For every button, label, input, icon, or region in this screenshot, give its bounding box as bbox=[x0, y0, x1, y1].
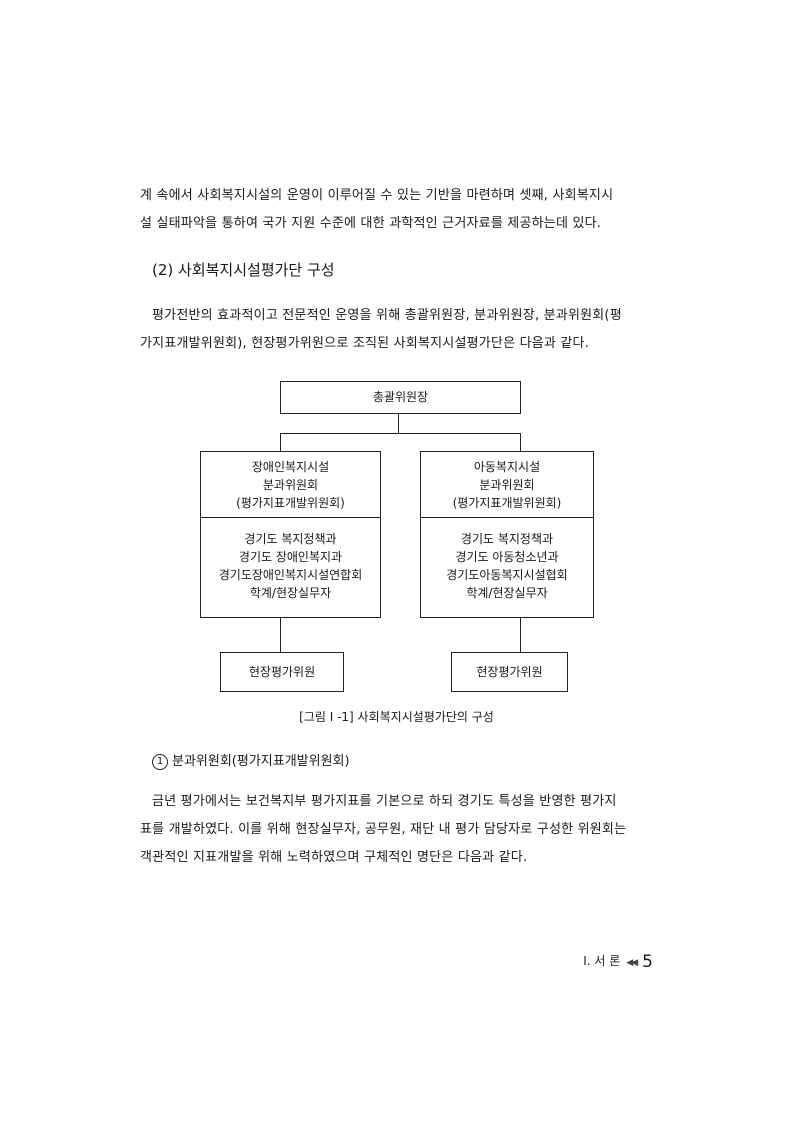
org-left-box: 장애인복지시설 분과위원회 (평가지표개발위원회) 경기도 복지정책과 경기도 … bbox=[200, 451, 381, 618]
sub-line-1: 금년 평가에서는 보건복지부 평가지표를 기본으로 하되 경기도 특성을 반영한… bbox=[152, 794, 617, 809]
org-right-member: 학계/현장실무자 bbox=[466, 586, 548, 600]
org-left-title: 장애인복지시설 분과위원회 (평가지표개발위원회) bbox=[201, 452, 380, 518]
page-number: 5 bbox=[642, 952, 653, 972]
subsection-heading: 1 분과위원회(평가지표개발위원회) bbox=[152, 751, 350, 773]
org-top-label: 총괄위원장 bbox=[372, 390, 429, 404]
connector-left-down bbox=[280, 433, 281, 451]
org-right-members: 경기도 복지정책과 경기도 아동청소년과 경기도아동복지시설협회 학계/현장실무… bbox=[421, 518, 593, 602]
sub-line-2: 표를 개발하였다. 이를 위해 현장실무자, 공무원, 재단 내 평가 담당자로… bbox=[140, 822, 627, 837]
footer-chapter: Ⅰ. 서 론 bbox=[583, 954, 621, 968]
page-footer: Ⅰ. 서 론 ◀◀ 5 bbox=[583, 952, 653, 972]
org-right-title: 아동복지시설 분과위원회 (평가지표개발위원회) bbox=[421, 452, 593, 518]
org-top-box: 총괄위원장 bbox=[280, 381, 521, 414]
section-line-2: 가지표개발위원회), 현장평가위원으로 조직된 사회복지시설평가단은 다음과 같… bbox=[140, 336, 590, 351]
intro-line-2: 설 실태파악을 통하여 국가 지원 수준에 대한 과학적인 근거자료를 제공하는… bbox=[140, 216, 602, 231]
org-right-title-line: 아동복지시설 bbox=[473, 460, 541, 474]
section-line-1: 평가전반의 효과적이고 전문적인 운영을 위해 총괄위원장, 분과위원장, 분과… bbox=[152, 308, 622, 323]
org-right-title-line: 분과위원회 bbox=[479, 478, 535, 492]
org-left-members: 경기도 복지정책과 경기도 장애인복지과 경기도장애인복지시설연합회 학계/현장… bbox=[201, 518, 380, 602]
section-paragraph: 평가전반의 효과적이고 전문적인 운영을 위해 총괄위원장, 분과위원장, 분과… bbox=[140, 302, 656, 358]
org-right-field-box: 현장평가위원 bbox=[451, 652, 568, 692]
org-left-title-line: (평가지표개발위원회) bbox=[236, 496, 345, 510]
subsection-paragraph: 금년 평가에서는 보건복지부 평가지표를 기본으로 하되 경기도 특성을 반영한… bbox=[140, 788, 656, 872]
org-left-field-box: 현장평가위원 bbox=[220, 652, 344, 692]
org-right-member: 경기도 아동청소년과 bbox=[455, 550, 559, 564]
org-right-title-line: (평가지표개발위원회) bbox=[452, 496, 562, 510]
org-left-member: 경기도 복지정책과 bbox=[244, 532, 337, 546]
intro-line-1: 계 속에서 사회복지시설의 운영이 이루어질 수 있는 기반을 마련하며 셋째,… bbox=[140, 188, 614, 203]
connector-top-down bbox=[398, 414, 399, 433]
section-heading: (2) 사회복지시설평가단 구성 bbox=[152, 261, 335, 279]
org-right-member: 경기도아동복지시설협회 bbox=[446, 568, 568, 582]
intro-paragraph: 계 속에서 사회복지시설의 운영이 이루어질 수 있는 기반을 마련하며 셋째,… bbox=[140, 182, 656, 238]
figure-caption: [그림 Ⅰ -1] 사회복지시설평가단의 구성 bbox=[299, 710, 494, 724]
org-right-member: 경기도 복지정책과 bbox=[460, 532, 554, 546]
org-left-member: 경기도장애인복지시설연합회 bbox=[218, 568, 363, 582]
subsection-heading-text: 분과위원회(평가지표개발위원회) bbox=[172, 754, 350, 769]
sub-line-3: 객관적인 지표개발을 위해 노력하였으며 구체적인 명단은 다음과 같다. bbox=[140, 850, 528, 865]
org-right-field-label: 현장평가위원 bbox=[476, 665, 543, 679]
circled-number: 1 bbox=[152, 754, 168, 770]
double-arrow-left-icon: ◀◀ bbox=[626, 958, 638, 968]
connector-right-down bbox=[520, 433, 521, 451]
connector-horizontal bbox=[280, 433, 521, 434]
org-left-member: 학계/현장실무자 bbox=[249, 586, 332, 600]
org-left-member: 경기도 장애인복지과 bbox=[238, 550, 343, 564]
org-right-box: 아동복지시설 분과위원회 (평가지표개발위원회) 경기도 복지정책과 경기도 아… bbox=[420, 451, 594, 618]
org-left-field-label: 현장평가위원 bbox=[248, 665, 316, 679]
connector-left-field bbox=[280, 618, 281, 652]
connector-right-field bbox=[520, 618, 521, 652]
org-left-title-line: 분과위원회 bbox=[262, 478, 319, 492]
org-left-title-line: 장애인복지시설 bbox=[251, 460, 330, 474]
